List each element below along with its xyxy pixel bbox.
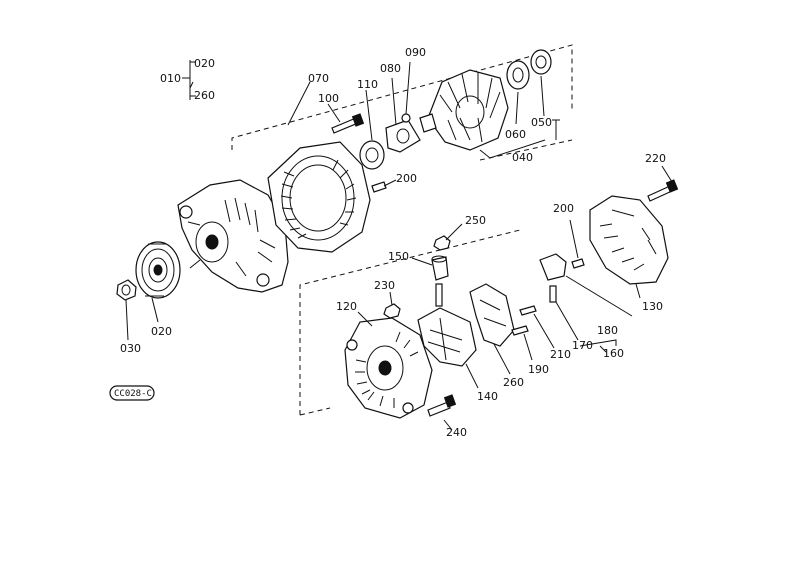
insulator-150-part	[431, 255, 449, 281]
stator-part	[267, 141, 371, 253]
label-020-top: 020	[194, 57, 215, 70]
label-130: 130	[642, 300, 663, 313]
label-200-upper: 200	[396, 172, 417, 185]
label-250: 250	[465, 214, 486, 227]
label-260-top: 260	[194, 89, 215, 102]
label-220: 220	[645, 152, 666, 165]
rear-cover-part	[589, 195, 669, 285]
label-210: 210	[550, 348, 571, 361]
label-120: 120	[336, 300, 357, 313]
label-200-lower: 200	[553, 202, 574, 215]
label-150: 150	[388, 250, 409, 263]
assembly-outline-upper	[231, 44, 573, 161]
label-080: 080	[380, 62, 401, 75]
label-020: 020	[151, 325, 172, 338]
bearing-110-part	[359, 140, 385, 170]
screw-200-lower-part	[571, 258, 585, 269]
leader-lines	[125, 60, 673, 431]
bolt-220-part	[647, 179, 679, 202]
bolt-240-part	[427, 394, 457, 417]
label-240: 240	[446, 426, 467, 439]
label-230: 230	[374, 279, 395, 292]
label-060: 060	[505, 128, 526, 141]
label-170: 170	[572, 339, 593, 352]
label-040: 040	[512, 151, 533, 164]
drawing-code-badge: CC028-C	[109, 385, 155, 401]
retainer-plate-part	[385, 119, 421, 153]
label-180: 180	[597, 324, 618, 337]
drawing-code-text: CC028-C	[114, 389, 152, 399]
screw-210-part	[519, 305, 537, 316]
label-100: 100	[318, 92, 339, 105]
nut-230-part	[383, 303, 401, 319]
plate-screw-part	[401, 113, 411, 123]
label-160: 160	[603, 347, 624, 360]
label-110: 110	[357, 78, 378, 91]
label-030: 030	[120, 342, 141, 355]
label-090: 090	[405, 46, 426, 59]
label-070: 070	[308, 72, 329, 85]
pulley-nut-part	[116, 279, 137, 301]
label-140: 140	[477, 390, 498, 403]
bearing-060-part	[506, 60, 530, 90]
through-bolt-part	[331, 113, 365, 134]
part-labels: 010 020 260 070 100 110 080 090 060 050 …	[120, 46, 666, 439]
regulator-part	[539, 253, 567, 303]
screw-200-upper-part	[371, 181, 387, 193]
rectifier-part	[417, 283, 477, 367]
bearing-050-part	[530, 49, 552, 75]
label-010: 010	[160, 72, 181, 85]
rear-housing-part	[344, 317, 433, 419]
brush-holder-part	[469, 283, 515, 347]
screw-190-part	[511, 325, 529, 336]
label-050: 050	[531, 116, 552, 129]
pulley-part	[135, 241, 181, 299]
rotor-part	[419, 69, 509, 151]
front-housing-part	[177, 179, 289, 293]
label-190: 190	[528, 363, 549, 376]
label-260: 260	[503, 376, 524, 389]
